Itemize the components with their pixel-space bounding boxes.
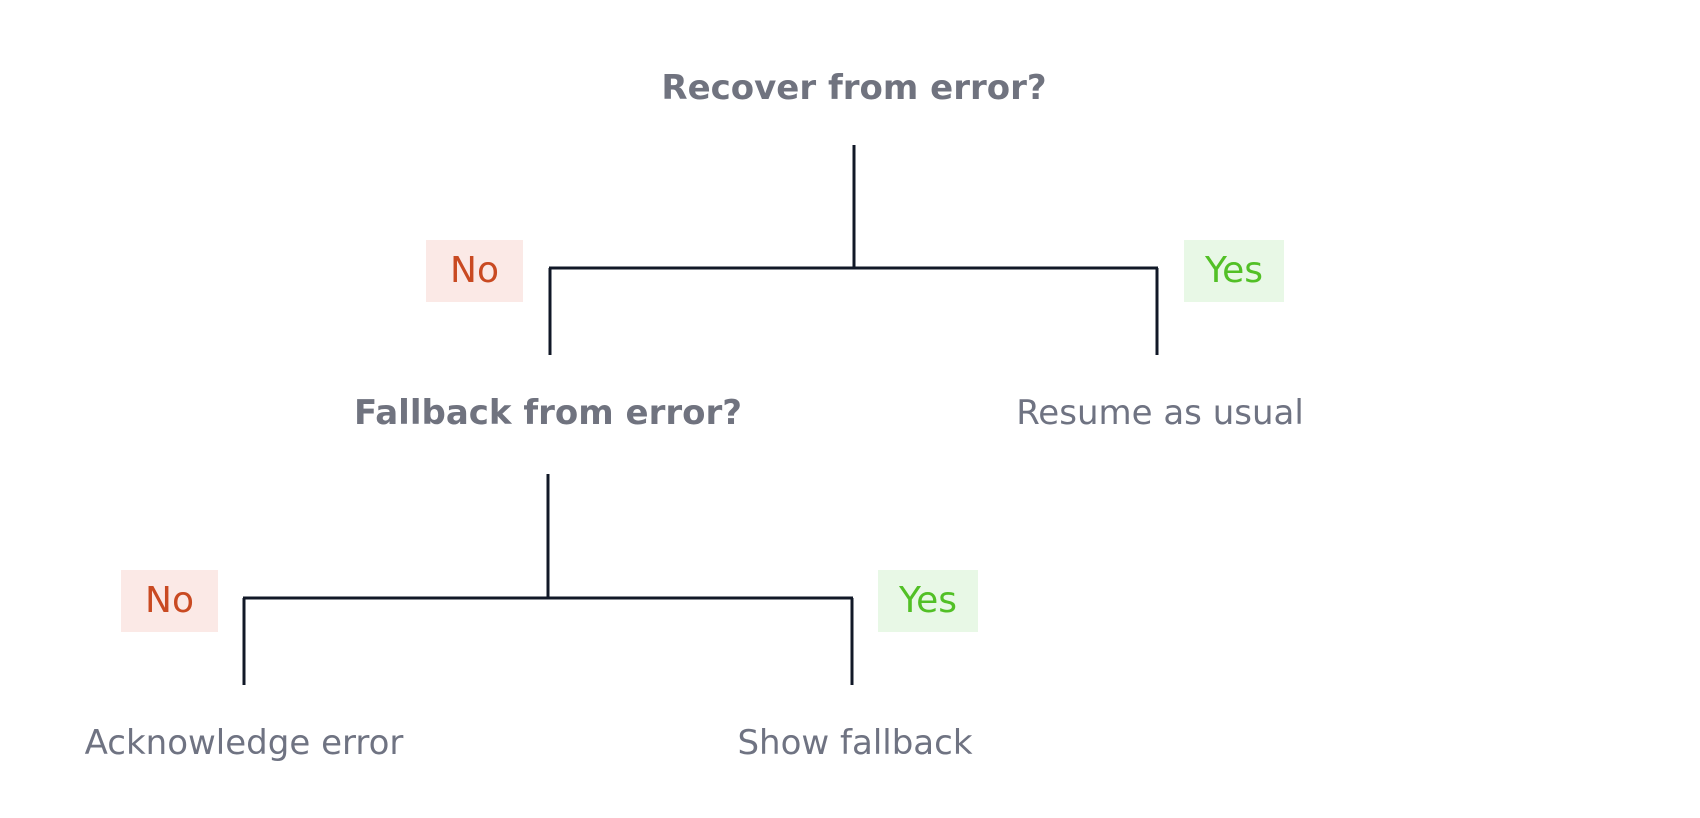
root-yes-badge: Yes: [1184, 240, 1284, 302]
root-question: Recover from error?: [661, 68, 1047, 108]
acknowledge-error-outcome: Acknowledge error: [84, 723, 404, 763]
resume-outcome: Resume as usual: [1016, 393, 1304, 433]
root-no-badge: No: [426, 240, 523, 302]
show-fallback-outcome: Show fallback: [737, 723, 973, 763]
fallback-no-badge: No: [121, 570, 218, 632]
fallback-yes-badge: Yes: [878, 570, 978, 632]
fallback-question: Fallback from error?: [354, 393, 742, 433]
